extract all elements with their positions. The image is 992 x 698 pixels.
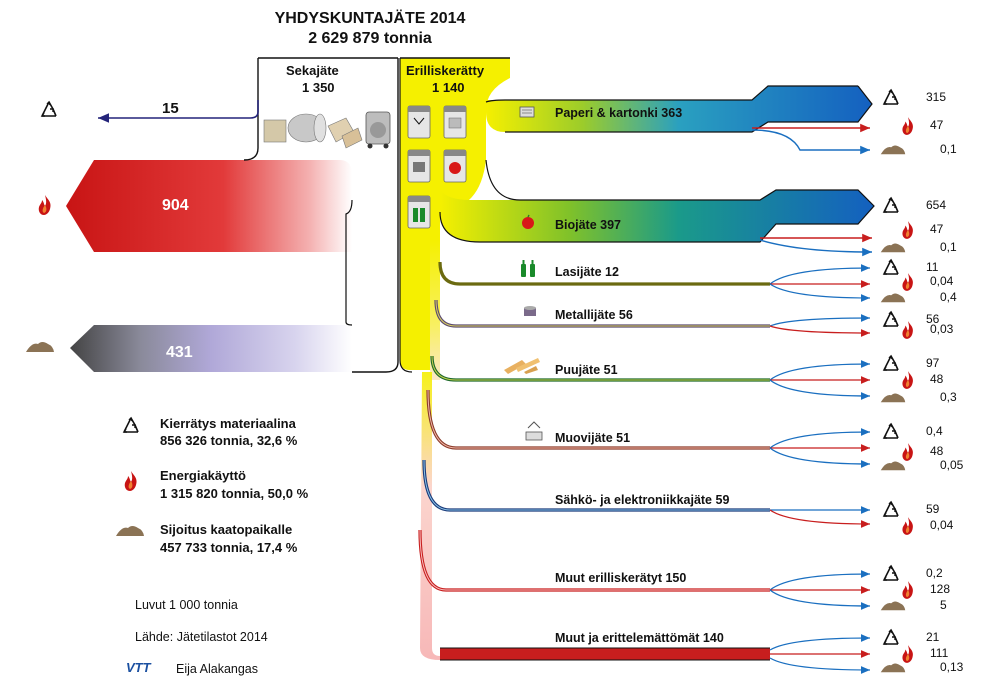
stream-label: Puujäte 51 <box>555 363 618 377</box>
legend-title: Energiakäyttö <box>160 468 246 483</box>
diagram-subtitle: 2 629 879 tonnia <box>308 30 432 47</box>
mixed-landfill-value: 431 <box>166 344 193 361</box>
legend-value: 457 733 tonnia, 17,4 % <box>160 540 298 555</box>
recycle-icon <box>882 500 899 517</box>
recycle-icon <box>882 628 899 645</box>
landfill-pile-icon <box>880 461 906 471</box>
legend-title: Sijoitus kaatopaikalle <box>160 522 293 537</box>
stream-label: Lasijäte 12 <box>555 265 619 279</box>
recycle-icon <box>882 88 899 105</box>
output-value: 11 <box>926 260 939 274</box>
output-value: 0,1 <box>940 240 957 254</box>
output-value: 0,05 <box>940 458 964 472</box>
output-value: 56 <box>926 312 940 326</box>
flame-icon <box>902 117 913 135</box>
output-value: 0,3 <box>940 390 957 404</box>
stream-label: Paperi & kartonki 363 <box>555 106 683 120</box>
landfill-pile-icon <box>880 243 906 253</box>
mixed-recycling-value: 15 <box>162 100 179 117</box>
output-value: 5 <box>940 598 947 612</box>
landfill-pile-icon <box>880 293 906 303</box>
flame-icon <box>124 471 137 491</box>
landfill-pile-icon <box>880 393 906 403</box>
paper-icon <box>519 106 535 118</box>
flame-icon <box>902 645 913 663</box>
separate-collection-bins-illustration <box>407 105 467 229</box>
output-value: 111 <box>930 646 949 660</box>
recycle-icon <box>882 354 899 371</box>
diagram-title: YHDYSKUNTAJÄTE 2014 <box>274 10 466 27</box>
output-value: 315 <box>926 90 947 104</box>
mixed-waste-bins-illustration <box>263 111 391 149</box>
author-note: Eija Alakangas <box>176 662 259 676</box>
output-value: 0,4 <box>926 424 943 438</box>
small-streams <box>418 261 871 674</box>
mixed-waste-label: Sekajäte <box>286 63 339 78</box>
stream-label: Muut ja erittelemättömät 140 <box>555 631 724 645</box>
metal-cans-icon <box>524 306 536 316</box>
plastic-icon <box>525 421 543 441</box>
recycle-icon <box>882 196 899 213</box>
stream-label: Muut erilliskerätyt 150 <box>555 571 687 585</box>
separate-collection-label: Erilliskerätty <box>406 63 485 78</box>
mixed-waste-value: 1 350 <box>302 80 335 95</box>
vtt-logo: VTT <box>126 660 151 675</box>
recycle-icon <box>882 422 899 439</box>
wood-icon <box>504 358 540 374</box>
output-value: 21 <box>926 630 940 644</box>
apple-icon <box>522 214 534 229</box>
output-value: 59 <box>926 502 940 516</box>
output-value: 47 <box>930 222 944 236</box>
flame-icon <box>902 221 913 239</box>
legend-value: 856 326 tonnia, 32,6 % <box>160 433 298 448</box>
output-value: 0,4 <box>940 290 957 304</box>
recycle-icon <box>122 416 139 433</box>
flame-icon <box>902 581 913 599</box>
stream-label: Metallijäte 56 <box>555 308 633 322</box>
source-note: Lähde: Jätetilastot 2014 <box>135 630 268 644</box>
output-value: 128 <box>930 582 951 596</box>
landfill-pile-icon <box>116 526 144 536</box>
landfill-pile-icon <box>880 601 906 611</box>
output-value: 0,04 <box>930 518 954 532</box>
legend-value: 1 315 820 tonnia, 50,0 % <box>160 486 309 501</box>
stream-label: Sähkö- ja elektroniikkajäte 59 <box>555 493 730 507</box>
unit-note: Luvut 1 000 tonnia <box>135 598 238 612</box>
stream-label: Biojäte 397 <box>555 218 622 232</box>
recycle-icon <box>40 100 57 117</box>
landfill-pile-icon <box>880 145 906 155</box>
bio-stream <box>439 159 875 257</box>
flame-icon <box>902 321 913 339</box>
output-value: 0,04 <box>930 274 954 288</box>
output-value: 48 <box>930 444 944 458</box>
flame-icon <box>38 195 51 215</box>
recycle-icon <box>882 258 899 275</box>
flame-icon <box>902 371 913 389</box>
legend-title: Kierrätys materiaalina <box>160 416 296 431</box>
paper-stream <box>485 85 873 155</box>
output-value: 0,2 <box>926 566 943 580</box>
flame-icon <box>902 517 913 535</box>
recycle-icon <box>882 310 899 327</box>
output-value: 654 <box>926 198 947 212</box>
separate-collection-value: 1 140 <box>432 80 465 95</box>
landfill-pile-icon <box>26 342 54 352</box>
bottles-icon <box>521 260 535 277</box>
flame-icon <box>902 443 913 461</box>
output-value: 48 <box>930 372 944 386</box>
mixed-energy-value: 904 <box>162 197 189 214</box>
output-value: 0,03 <box>930 322 954 336</box>
recycle-icon <box>882 564 899 581</box>
stream-label: Muovijäte 51 <box>555 431 631 445</box>
flame-icon <box>902 273 913 291</box>
output-value: 0,1 <box>940 142 957 156</box>
landfill-pile-icon <box>880 663 906 673</box>
output-value: 0,13 <box>940 660 964 674</box>
output-value: 47 <box>930 118 944 132</box>
output-value: 97 <box>926 356 940 370</box>
